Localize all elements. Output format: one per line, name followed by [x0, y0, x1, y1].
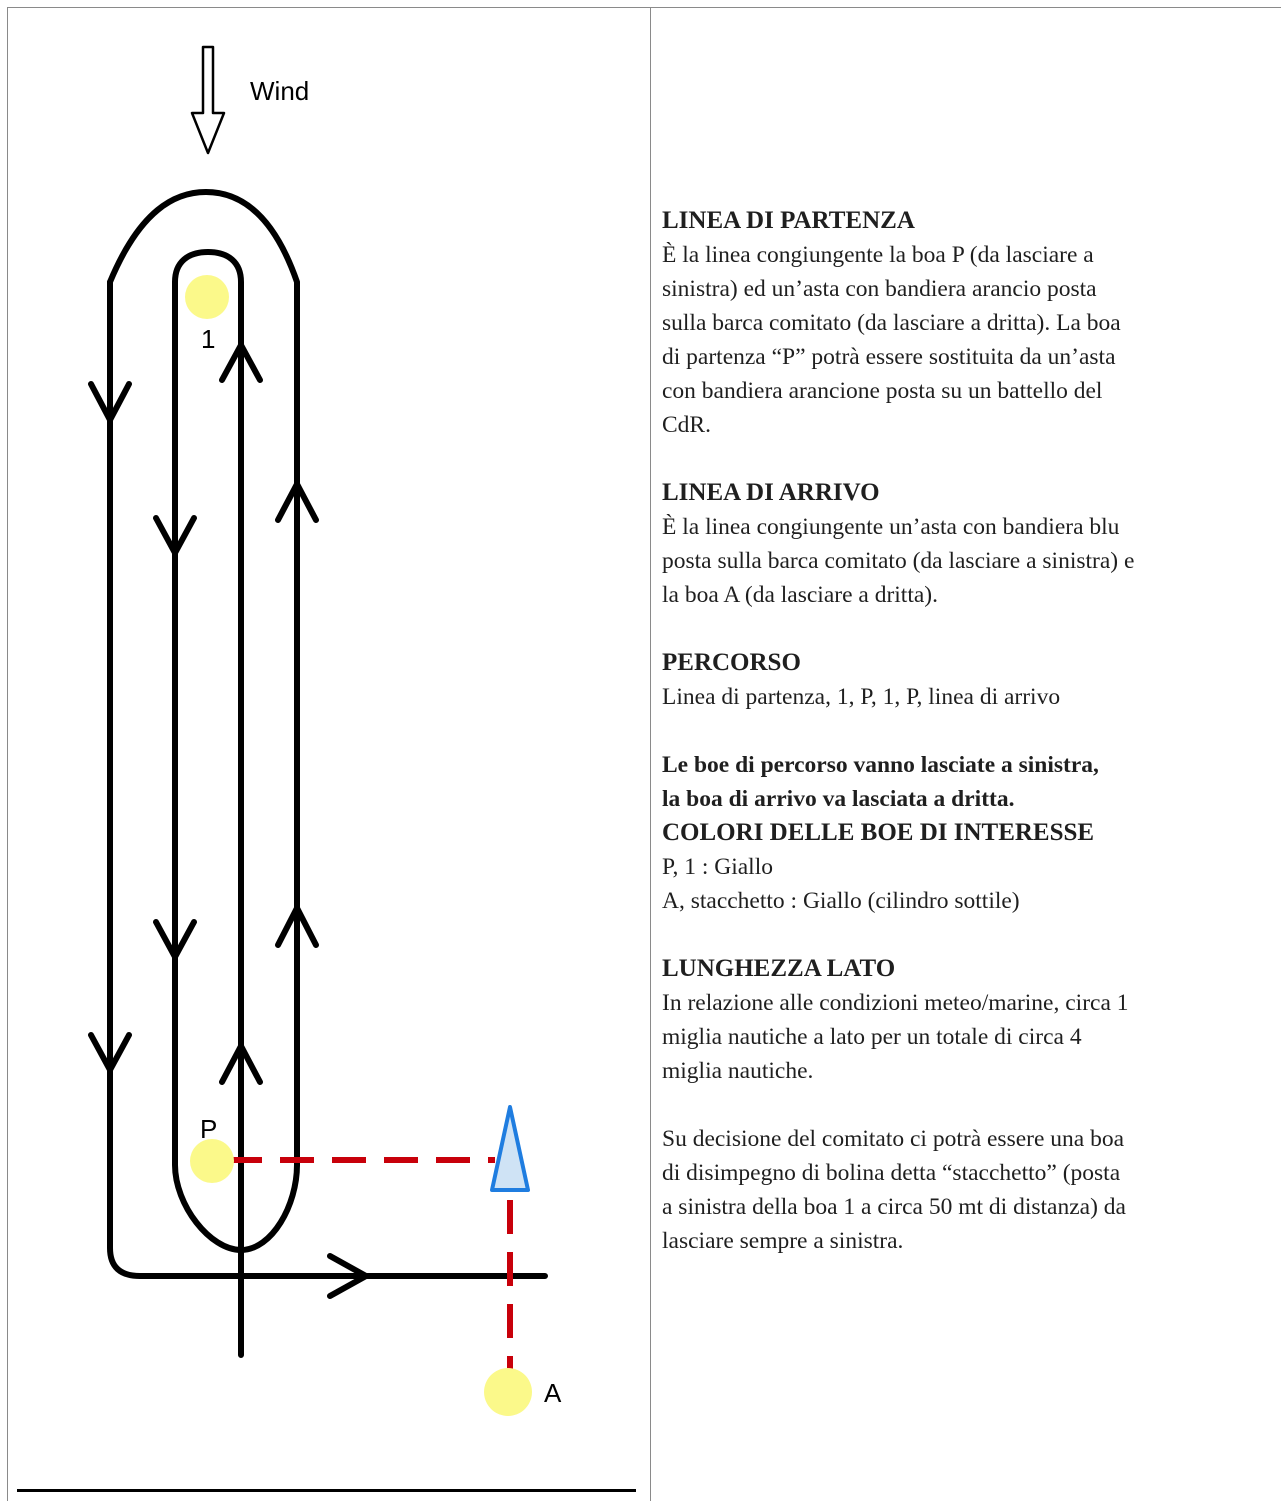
leg-length-text: In relazione alle condizioni meteo/marin…	[662, 990, 1129, 1084]
table-border-top	[7, 7, 1281, 8]
wind-arrow-icon	[190, 45, 226, 155]
course-inner-left	[172, 279, 300, 1253]
buoy-1-icon	[185, 275, 229, 319]
buoy-1-label: 1	[201, 324, 215, 354]
table-border-left	[7, 7, 8, 1501]
buoy-a-label: A	[544, 1378, 562, 1408]
arrow-up-outer-top-icon	[275, 481, 319, 523]
table-column-divider	[650, 7, 651, 1501]
course-diagram: Wind 1 P A	[88, 45, 562, 1416]
committee-boat-icon	[490, 1105, 530, 1192]
course-heading: PERCORSO	[662, 649, 801, 676]
course-text: Linea di partenza, 1, P, 1, P, linea di …	[662, 684, 1061, 710]
section-buoy-colors: COLORI DELLE BOE DI INTERESSE P, 1 : Gia…	[662, 816, 1277, 918]
section-finish-line: LINEA DI ARRIVO È la linea congiungente …	[662, 476, 1277, 612]
instructions-column: LINEA DI PARTENZA È la linea congiungent…	[662, 204, 1277, 1258]
buoy-a-icon	[484, 1368, 532, 1416]
bottom-rule	[17, 1489, 636, 1492]
rounding-note: Le boe di percorso vanno lasciate a sini…	[662, 752, 1099, 812]
wind-label: Wind	[250, 76, 309, 106]
arrow-down-outer-top-icon	[88, 381, 132, 423]
course-inner-loop	[172, 249, 244, 1358]
course-outer-top	[107, 189, 300, 1168]
arrow-down-outer-bottom-icon	[88, 1032, 132, 1073]
section-start-line: LINEA DI PARTENZA È la linea congiungent…	[662, 204, 1277, 442]
buoy-p-label: P	[200, 1114, 217, 1144]
finish-line-text: È la linea congiungente un’asta con band…	[662, 514, 1135, 608]
buoy-colors-heading: COLORI DELLE BOE DI INTERESSE	[662, 819, 1095, 846]
offset-mark-text: Su decisione del comitato ci potrà esser…	[662, 1126, 1126, 1254]
arrow-up-inner-top-icon	[219, 342, 263, 383]
start-line-text: È la linea congiungente la boa P (da las…	[662, 242, 1121, 438]
arrow-down-inner-bottom-icon	[153, 919, 197, 960]
start-line-heading: LINEA DI PARTENZA	[662, 207, 915, 234]
section-leg-length: LUNGHEZZA LATO In relazione alle condizi…	[662, 952, 1277, 1088]
arrow-right-icon	[327, 1253, 369, 1299]
section-course: PERCORSO Linea di partenza, 1, P, 1, P, …	[662, 646, 1277, 714]
buoy-colors-text: P, 1 : Giallo A, stacchetto : Giallo (ci…	[662, 854, 1020, 914]
leg-length-heading: LUNGHEZZA LATO	[662, 955, 896, 982]
arrow-up-outer-bottom-icon	[275, 905, 319, 948]
arrow-down-inner-top-icon	[153, 515, 197, 556]
finish-line-heading: LINEA DI ARRIVO	[662, 479, 880, 506]
buoy-p-icon	[190, 1139, 234, 1183]
arrow-up-inner-bottom-icon	[219, 1043, 263, 1085]
course-outer-loop	[107, 279, 548, 1279]
